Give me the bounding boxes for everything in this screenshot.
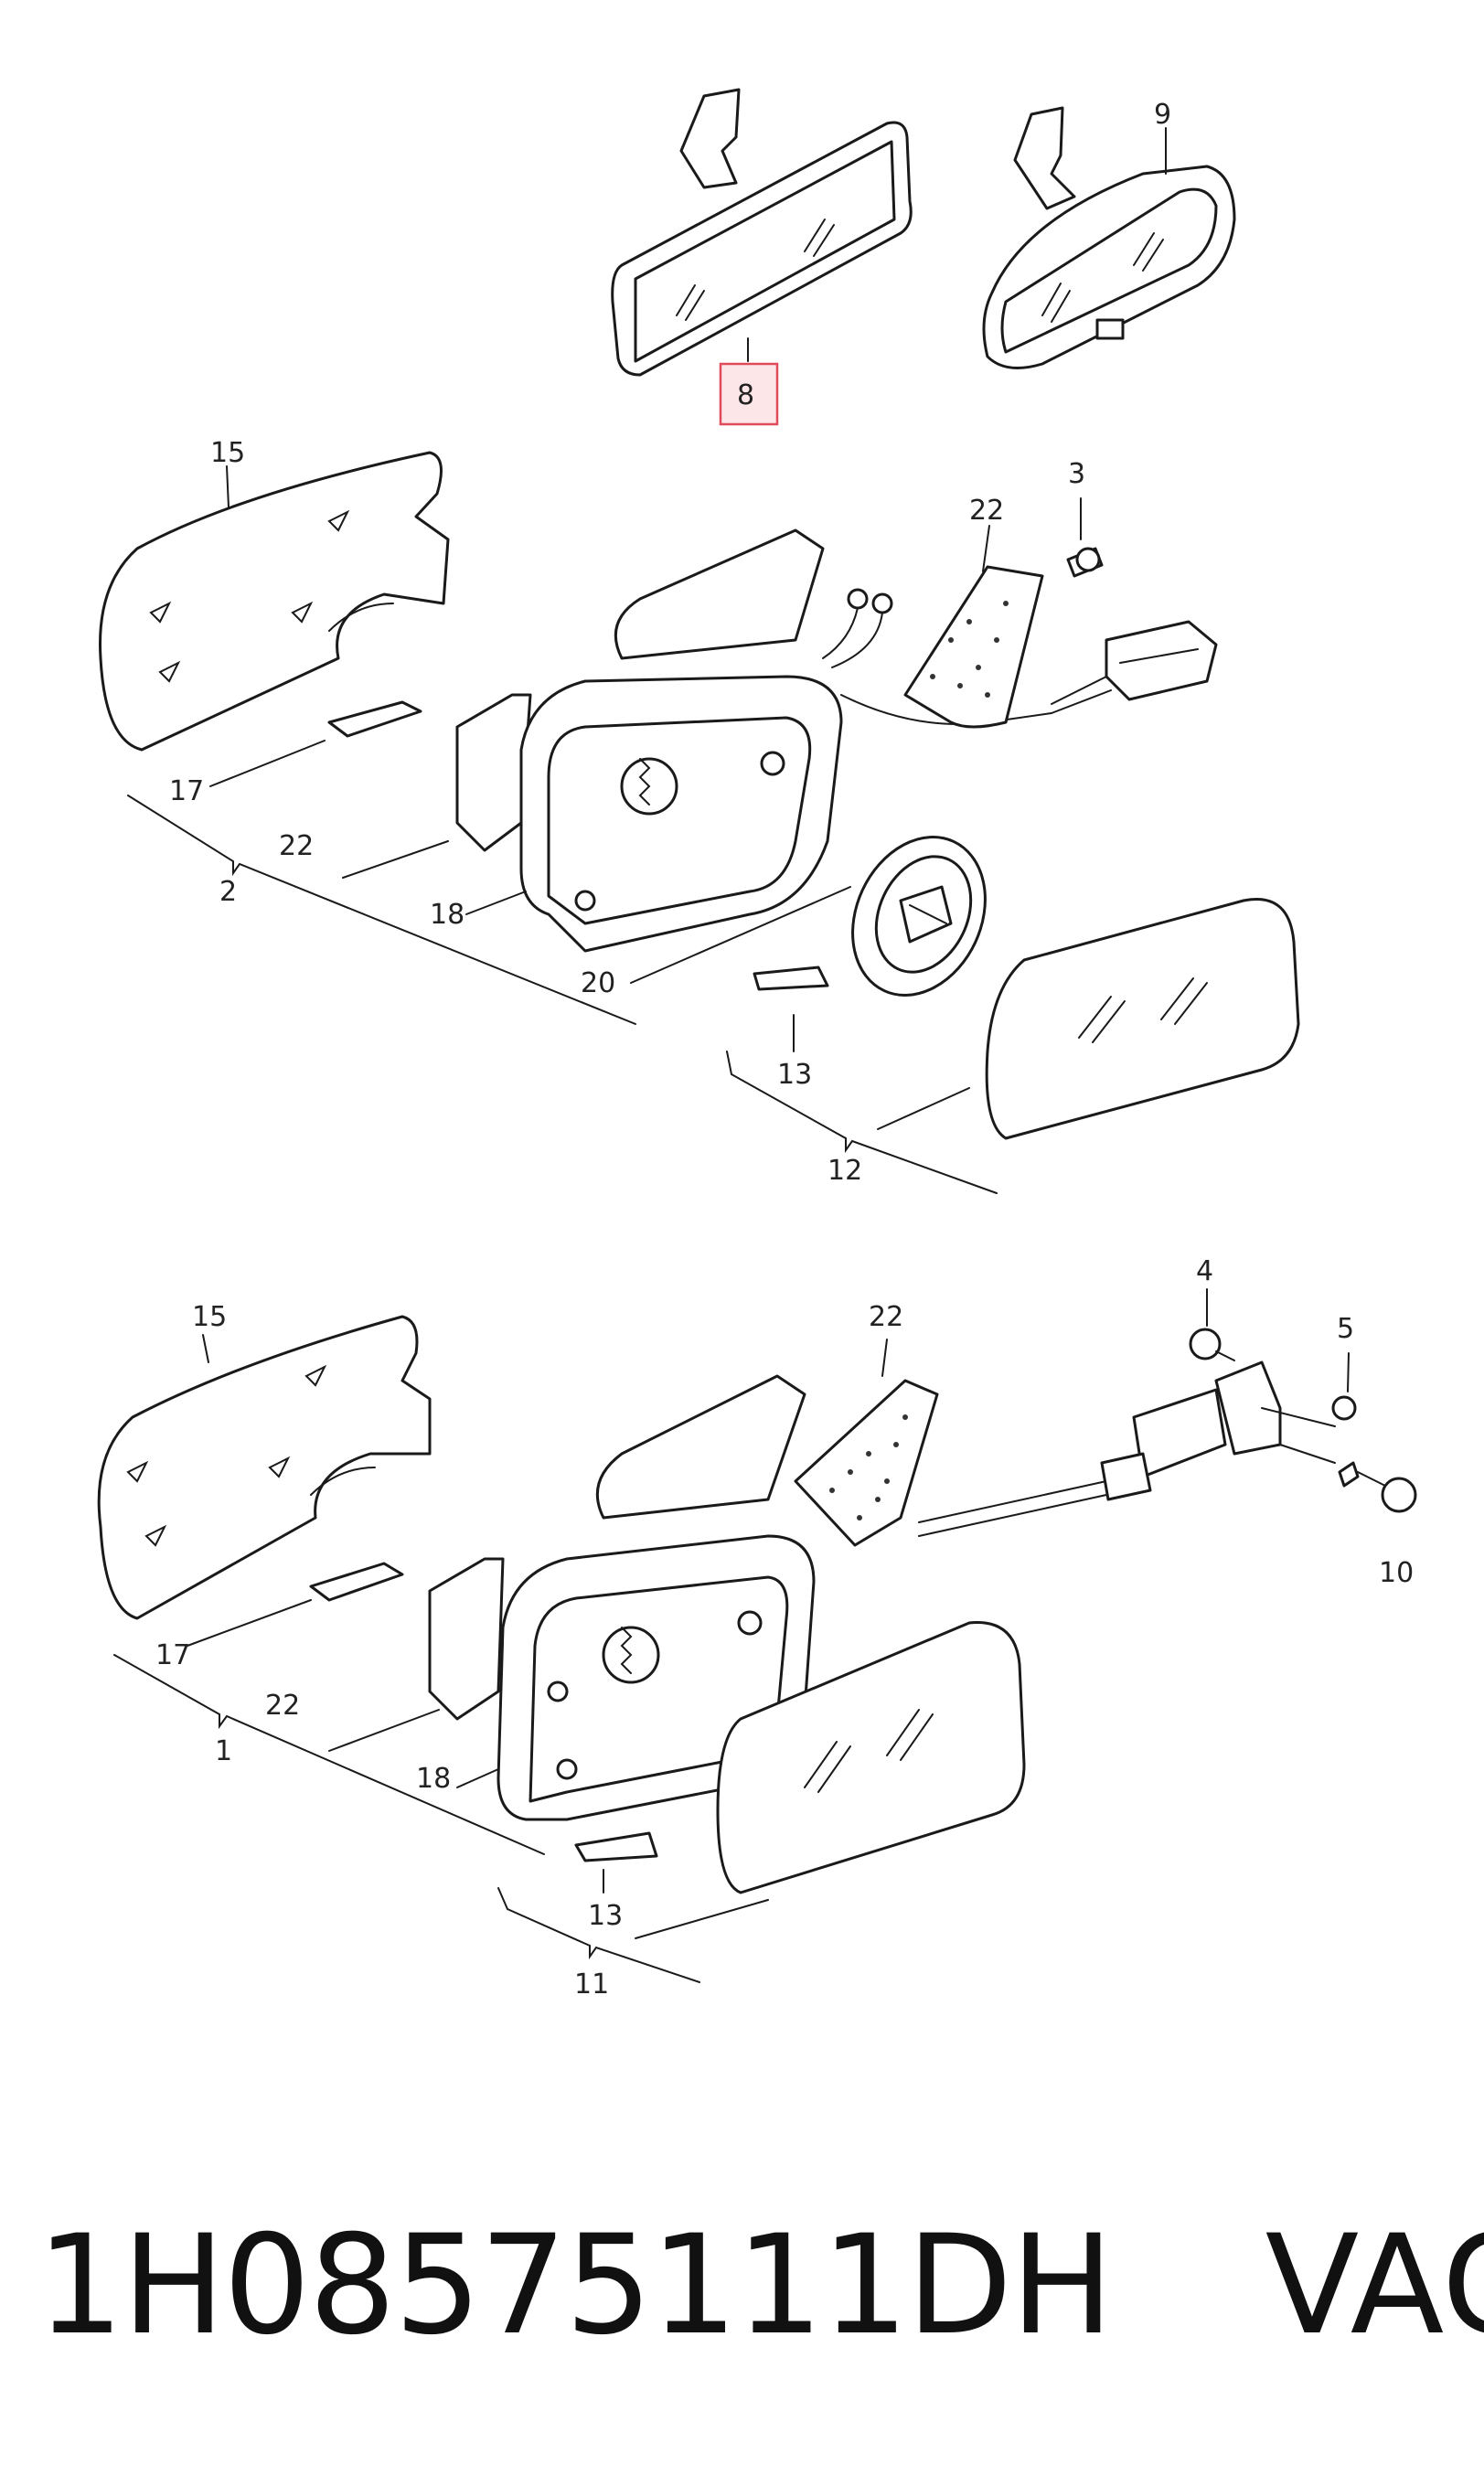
label-18-lower[interactable]: 18	[416, 1763, 451, 1795]
leader-18-upper	[465, 891, 527, 915]
mirror-glass-15-upper	[99, 451, 450, 752]
mirror-housing-upper	[455, 528, 843, 953]
brand-name: VAG	[1265, 2206, 1484, 2365]
clip-17-lower	[187, 1562, 404, 1647]
label-4[interactable]: 4	[1196, 1255, 1213, 1287]
leader-18-lower	[456, 1768, 499, 1788]
interior-mirror-8	[611, 88, 913, 377]
label-8[interactable]: 8	[737, 379, 754, 411]
label-17-upper[interactable]: 17	[169, 775, 204, 807]
nut-5	[1331, 1352, 1357, 1421]
highlight-box-8	[719, 362, 779, 426]
leader-20	[630, 886, 851, 984]
screw-4	[1189, 1288, 1235, 1361]
label-15-upper[interactable]: 15	[210, 437, 245, 469]
adjuster-lower	[1100, 1360, 1336, 1501]
label-5[interactable]: 5	[1337, 1313, 1354, 1345]
label-12[interactable]: 12	[827, 1155, 862, 1187]
label-13-upper[interactable]: 13	[777, 1059, 812, 1091]
interior-mirror-9	[982, 106, 1236, 369]
label-22-plate-lower[interactable]: 22	[869, 1301, 903, 1333]
bracket-lines-11	[497, 1887, 769, 1983]
label-22-plate-upper[interactable]: 22	[969, 495, 1004, 527]
leader-22-lower	[328, 1709, 440, 1752]
leader-22-upper	[342, 840, 449, 879]
label-11[interactable]: 11	[574, 1969, 609, 2001]
mirror-glass-15-lower	[97, 1315, 432, 1620]
label-15-lower[interactable]: 15	[192, 1301, 227, 1333]
mounting-plate-22-upper	[903, 525, 1044, 729]
bracket-lines-1	[113, 1654, 545, 1855]
label-18-upper[interactable]: 18	[430, 899, 464, 931]
mirror-glass-12	[985, 898, 1300, 1140]
mounting-plate-22-lower	[794, 1339, 939, 1547]
bracket-lines-2	[127, 795, 636, 1025]
label-17-lower[interactable]: 17	[155, 1639, 190, 1671]
mirror-glass-11	[716, 1621, 1026, 1894]
label-13-lower[interactable]: 13	[588, 1900, 623, 1932]
wiring-22-upper	[822, 588, 1052, 725]
clip-13-upper	[753, 966, 829, 1052]
label-20[interactable]: 20	[581, 967, 615, 999]
part-number: 1H08575111DH	[37, 2206, 1114, 2365]
clip-17-upper	[209, 700, 422, 787]
label-1[interactable]: 1	[215, 1735, 232, 1767]
connector-upper	[1051, 620, 1218, 714]
label-10[interactable]: 10	[1379, 1557, 1414, 1589]
label-9[interactable]: 9	[1154, 99, 1171, 131]
label-22-upper[interactable]: 22	[279, 830, 314, 862]
cap-10	[1338, 1461, 1417, 1513]
label-3[interactable]: 3	[1068, 458, 1085, 490]
cable-lower	[918, 1480, 1107, 1537]
clip-13-lower	[574, 1831, 658, 1894]
label-22-lower[interactable]: 22	[265, 1690, 300, 1722]
bracket-lines-12	[726, 1051, 998, 1194]
part-number-footer: 1H08575111DH VAG	[37, 2194, 1484, 2377]
screw-3	[1066, 497, 1104, 578]
label-2[interactable]: 2	[219, 876, 237, 908]
motor-20	[851, 836, 987, 997]
